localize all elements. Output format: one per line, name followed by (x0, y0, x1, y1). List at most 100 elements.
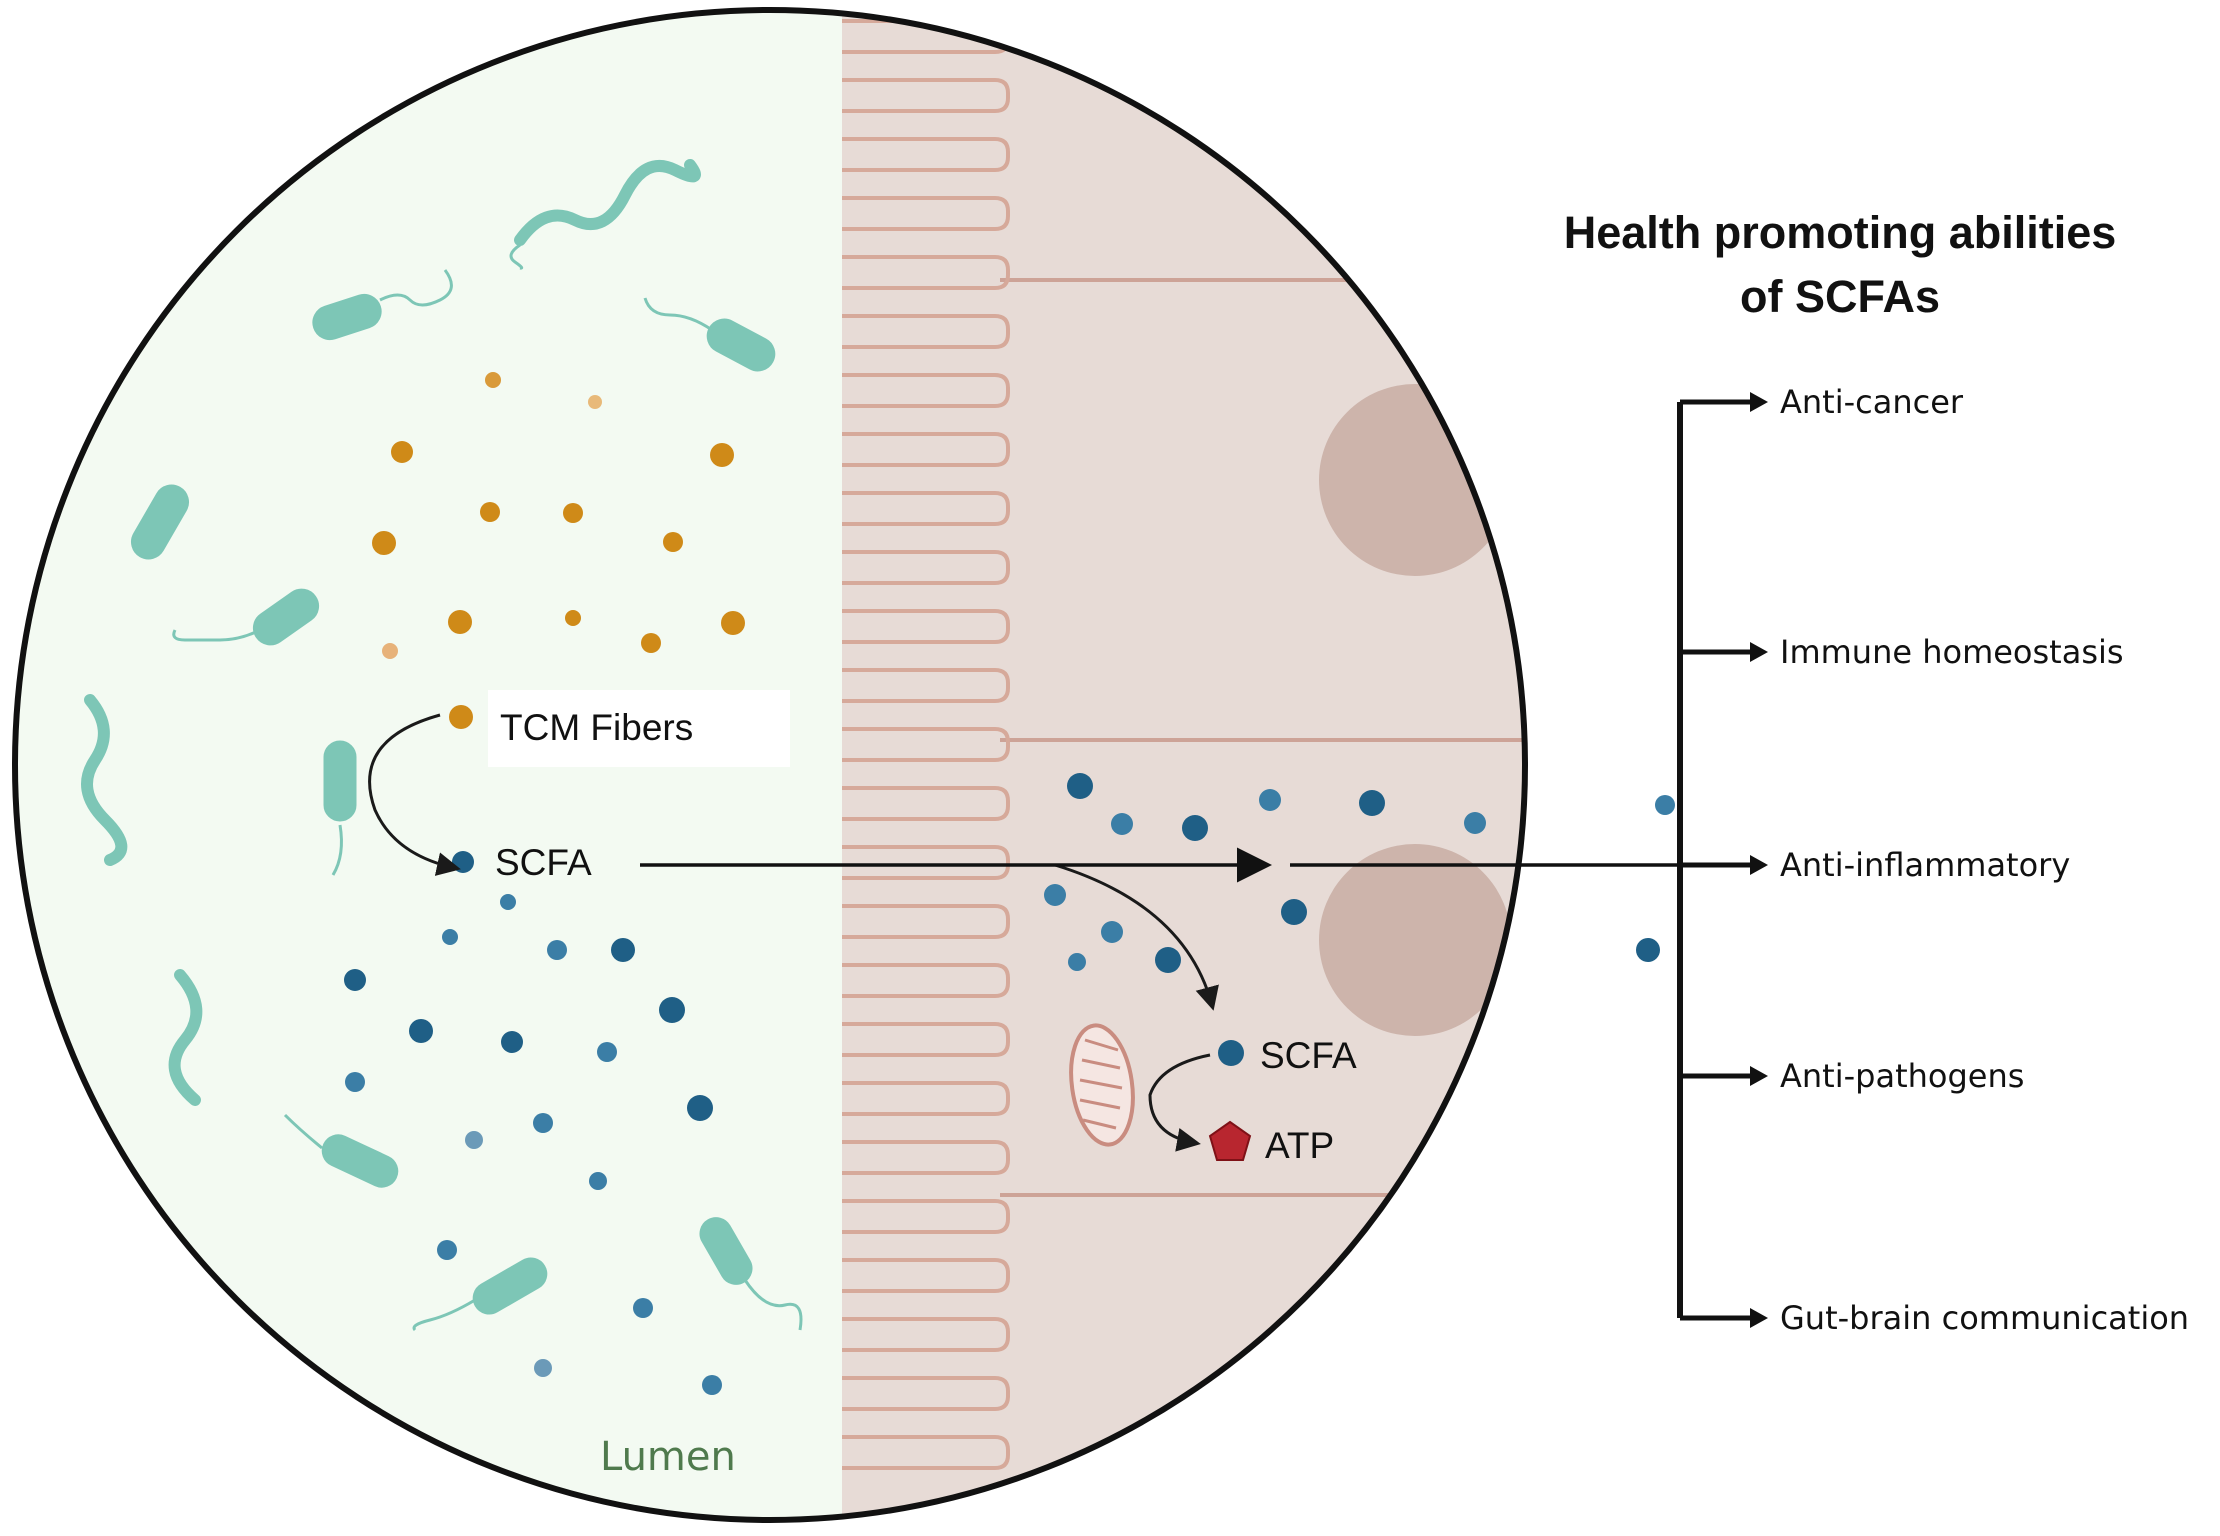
scfa-particle-icon (533, 1113, 553, 1133)
bacteria-icon (472, 1257, 548, 1315)
scfa-particle-icon (1464, 812, 1486, 834)
scfa-particle-icon (633, 1298, 653, 1318)
atp-pentagon-icon (1208, 1120, 1252, 1161)
flagellum (743, 1279, 803, 1331)
benefit-label: Anti-cancer (1780, 383, 1964, 421)
scfa-particle-icon (409, 1019, 433, 1043)
fiber-particle-icon (449, 705, 473, 729)
flagellum (643, 297, 713, 332)
flagellum (283, 1113, 323, 1150)
scfa-particle-icon (1044, 884, 1066, 906)
fiber-particle-icon (563, 503, 583, 523)
fiber-particle-icon (448, 610, 472, 634)
bacteria-icon (131, 484, 189, 560)
villi-base (830, 10, 842, 1520)
benefit-label: Anti-pathogens (1780, 1057, 2024, 1095)
scfa-particle-icon (452, 851, 474, 873)
mitochondria-icon (1069, 1023, 1135, 1147)
bacteria-icon (168, 969, 203, 1106)
fiber-particle-icon (485, 372, 501, 388)
scfa-particle-icon (345, 1072, 365, 1092)
scfa-particle-icon (1359, 790, 1385, 816)
scfa-particle-icon (465, 1131, 483, 1149)
benefit-arrowhead-icon (1750, 642, 1768, 662)
scfa-particle-icon (1636, 938, 1660, 962)
scfa-particle-icon (597, 1042, 617, 1062)
scfa-particle-icon (611, 938, 635, 962)
bacteria-icon (514, 159, 701, 246)
flagellum (509, 243, 524, 270)
uptake-arrow (1054, 863, 1219, 1011)
scfa-particle-icon (1259, 789, 1281, 811)
flagellum (379, 269, 453, 307)
fiber-particle-icon (641, 633, 661, 653)
bacteria-icon (252, 588, 320, 646)
scfa-particle-icon (1218, 1040, 1244, 1066)
bacteria-icon (323, 740, 357, 822)
benefit-label: Anti-inflammatory (1780, 846, 2070, 884)
scfa-particle-icon (1101, 921, 1123, 943)
flagellum (412, 1298, 476, 1332)
scfa-particle-icon (501, 1031, 523, 1053)
flagellum (331, 824, 343, 876)
benefit-arrowhead-icon (1750, 392, 1768, 412)
bacteria-icon (81, 694, 128, 866)
scfa-cell-label: SCFA (1260, 1035, 1357, 1076)
benefit-arrowhead-icon (1750, 855, 1768, 875)
nucleus-icon (1319, 844, 1511, 1036)
scfa-particle-icon (1155, 947, 1181, 973)
scfa-particle-icon (534, 1359, 552, 1377)
magnified-view: TCM Fibers SCFA SCFA ATP Lumen (15, 10, 1566, 1520)
scfa-particle-icon (1182, 815, 1208, 841)
scfa-lumen-label: SCFA (495, 842, 592, 883)
scfa-particle-icon (1281, 899, 1307, 925)
atp-label: ATP (1265, 1125, 1334, 1166)
fermentation-arrow (368, 713, 461, 876)
magnification-circle (12, 7, 1528, 1523)
scfa-particle-icon (1068, 953, 1086, 971)
fiber-particle-icon (663, 532, 683, 552)
flagellum (172, 628, 261, 642)
bacteria-group (81, 159, 803, 1332)
benefit-arrowhead-icon (1750, 1066, 1768, 1086)
fiber-label-box (488, 690, 790, 767)
fiber-particle-icon (721, 611, 745, 635)
scfa-particle-icon (500, 894, 516, 910)
fiber-particle-icon (382, 643, 398, 659)
fiber-particles (372, 372, 745, 729)
fiber-particle-icon (372, 531, 396, 555)
benefit-arrowhead-icon (1750, 1308, 1768, 1328)
fiber-particle-icon (565, 610, 581, 626)
scfa-particle-icon (1067, 773, 1093, 799)
scfa-particle-icon (589, 1172, 607, 1190)
scfa-particle-icon (344, 969, 366, 991)
scfa-particle-icon (702, 1375, 722, 1395)
scfa-particles (344, 773, 1566, 1395)
benefit-label: Gut-brain communication (1780, 1299, 2189, 1337)
scfa-particle-icon (1540, 899, 1566, 925)
nucleus-icon (1319, 384, 1511, 576)
villi-border (838, 15, 1010, 1515)
scfa-particle-icon (659, 997, 685, 1023)
fiber-label: TCM Fibers (500, 707, 693, 748)
bacteria-icon (699, 1217, 753, 1285)
fiber-particle-icon (588, 395, 602, 409)
fiber-particle-icon (480, 502, 500, 522)
title-line-1: Health promoting abilities (1564, 207, 2117, 258)
bacteria-icon (321, 1134, 399, 1188)
scfa-particle-icon (1655, 795, 1675, 815)
title-line-2: of SCFAs (1740, 271, 1940, 322)
scfa-particle-icon (442, 929, 458, 945)
scfa-particle-icon (1111, 813, 1133, 835)
lumen-label: Lumen (600, 1434, 736, 1480)
fiber-particle-icon (710, 443, 734, 467)
scfa-particle-icon (547, 940, 567, 960)
bacteria-icon (312, 293, 382, 341)
scfa-particle-icon (437, 1240, 457, 1260)
scfa-particle-icon (687, 1095, 713, 1121)
benefit-label: Immune homeostasis (1780, 633, 2124, 671)
metabolism-arrow (1148, 1053, 1211, 1152)
fiber-particle-icon (391, 441, 413, 463)
